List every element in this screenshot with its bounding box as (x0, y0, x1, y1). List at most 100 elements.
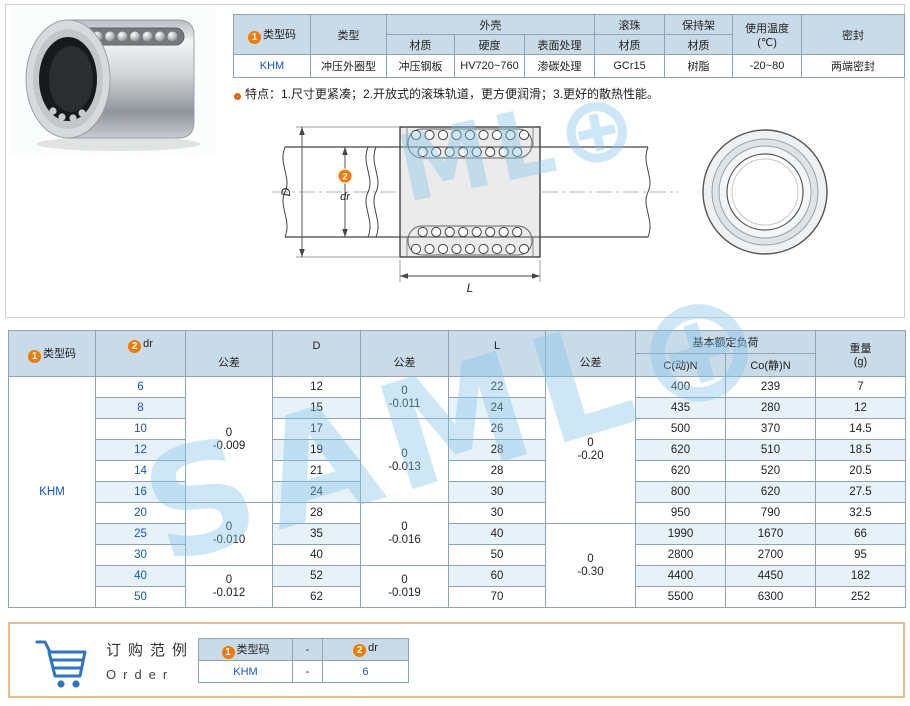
weight-cell: 32.5 (815, 502, 906, 524)
order-title-en: Order (106, 667, 175, 682)
co-cell: 280 (725, 397, 816, 419)
spec-header-ball: 滚珠 (594, 14, 666, 35)
dr-cell[interactable]: 20 (95, 502, 186, 524)
spec-header-seal: 密封 (801, 14, 905, 55)
weight-cell: 27.5 (815, 481, 906, 503)
spec-header-surface: 表面处理 (523, 34, 596, 55)
table-row: 14 21 28 620 520 20.5 (9, 460, 906, 482)
dims-header-dr-tolerance: 公差 (185, 330, 273, 377)
spec-header-shell: 外壳 (385, 14, 596, 35)
dr-cell[interactable]: 40 (95, 565, 186, 587)
marker-1-badge: 1 (221, 645, 235, 659)
table-row: 20 0-0.010 28 0-0.016 30 950 790 32.5 (9, 502, 906, 566)
dim-label-L: L (467, 281, 474, 295)
dims-header-load: 基本额定负荷 (635, 330, 816, 354)
top-section-frame (5, 4, 905, 318)
dim-label-D: D (279, 187, 293, 196)
dr-tolerance-cell: 0-0.009 (185, 376, 273, 503)
order-type-code-value: KHM (198, 660, 293, 683)
d-cell: 24 (272, 481, 361, 503)
spec-type-code-value[interactable]: KHM (233, 54, 311, 78)
d-cell: 35 (272, 523, 361, 545)
spec-header-cage-material: 材质 (664, 34, 734, 55)
table-row: 50 62 70 5500 6300 252 (9, 586, 906, 608)
weight-cell: 66 (815, 523, 906, 545)
dimension-L: L (399, 260, 541, 295)
dr-cell[interactable]: 50 (95, 586, 186, 608)
dr-cell[interactable]: 25 (95, 523, 186, 545)
c-cell: 4400 (635, 565, 726, 587)
d-cell: 28 (272, 502, 361, 524)
l-tolerance-cell: 0-0.20 (545, 376, 636, 524)
order-dr-value: 6 (322, 660, 409, 683)
l-cell: 50 (448, 544, 546, 566)
weight-cell: 18.5 (815, 439, 906, 461)
dims-header-weight: 重量(g) (815, 330, 906, 377)
co-cell: 6300 (725, 586, 816, 608)
dr-tolerance-cell: 0-0.012 (185, 565, 273, 608)
l-cell: 26 (448, 418, 546, 440)
cart-icon (35, 640, 87, 688)
table-row: 12 19 28 620 510 18.5 (9, 439, 906, 461)
marker-1-badge: 1 (248, 30, 261, 44)
type-code-cell[interactable]: KHM (8, 376, 96, 608)
svg-text:2: 2 (342, 172, 347, 183)
d-cell: 17 (272, 418, 361, 440)
table-row: KHM 6 0-0.009 12 0-0.011 22 0-0.20 400 2… (8, 376, 906, 608)
co-cell: 620 (725, 481, 816, 503)
weight-cell: 20.5 (815, 460, 906, 482)
table-row: 16 24 30 800 620 27.5 (9, 481, 906, 503)
dr-cell[interactable]: 12 (95, 439, 186, 461)
dr-cell[interactable]: 14 (95, 460, 186, 482)
l-cell: 60 (448, 565, 546, 587)
table-row: 10 17 0-0.013 26 500 370 14.5 (9, 418, 906, 503)
d-cell: 12 (272, 376, 361, 398)
c-cell: 400 (635, 376, 726, 398)
dr-cell[interactable]: 10 (95, 418, 186, 440)
front-view (702, 129, 828, 255)
c-cell: 5500 (635, 586, 726, 608)
weight-cell: 7 (815, 376, 906, 398)
weight-cell: 14.5 (815, 418, 906, 440)
co-cell: 4450 (725, 565, 816, 587)
l-cell: 28 (448, 439, 546, 461)
marker-2-badge: 2 (128, 340, 142, 353)
weight-cell: 252 (815, 586, 906, 608)
order-title-cn: 订购范例 (106, 642, 195, 659)
l-cell: 22 (448, 376, 546, 398)
table-row: 30 40 50 2800 2700 95 (9, 544, 906, 566)
weight-cell: 95 (815, 544, 906, 566)
c-cell: 435 (635, 397, 726, 419)
spec-header-temperature: 使用温度(℃) (732, 14, 803, 55)
c-cell: 620 (635, 460, 726, 482)
spec-header-ball-material: 材质 (594, 34, 666, 55)
dim-label-dr: dr (340, 191, 351, 203)
spec-ball-material-value: GCr15 (594, 54, 666, 78)
dims-header-co-static: Co(静)N (725, 353, 816, 377)
co-cell: 1670 (725, 523, 816, 545)
dr-cell[interactable]: 30 (95, 544, 186, 566)
l-tolerance-cell: 0-0.30 (545, 523, 636, 608)
c-cell: 500 (635, 418, 726, 440)
spec-seal-value: 两端密封 (801, 54, 905, 78)
bearing-section (399, 126, 541, 258)
spec-header-cage: 保持架 (664, 14, 734, 35)
spec-material-value: 冲压钢板 (386, 54, 455, 78)
marker-2-badge (337, 168, 353, 184)
spec-hardness-value: HV720~760 (454, 54, 525, 78)
dr-tolerance-cell: 0-0.010 (185, 502, 273, 566)
dr-cell[interactable]: 8 (95, 397, 186, 419)
weight-cell: 182 (815, 565, 906, 587)
c-cell: 800 (635, 481, 726, 503)
c-cell: 2800 (635, 544, 726, 566)
dr-cell[interactable]: 6 (95, 376, 186, 398)
c-cell: 620 (635, 439, 726, 461)
dr-cell[interactable]: 16 (95, 481, 186, 503)
co-cell: 239 (725, 376, 816, 398)
